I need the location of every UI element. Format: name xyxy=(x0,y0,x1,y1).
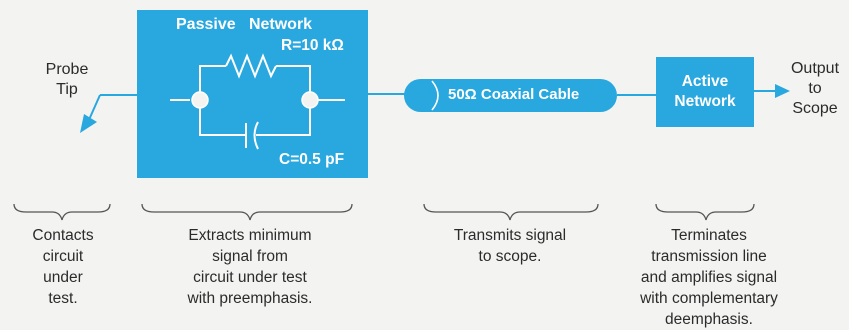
passive-network-wiring xyxy=(170,53,345,150)
probe-tip-lead xyxy=(87,94,101,123)
output-arrow xyxy=(775,84,790,98)
brace-probe xyxy=(13,203,111,221)
description-active-network: Terminates transmission line and amplifi… xyxy=(640,227,778,328)
brace-passive xyxy=(141,203,353,221)
passive-network-box xyxy=(137,10,368,178)
coax-cable-label: 50Ω Coaxial Cable xyxy=(448,86,580,103)
resistor-label: R=10 kΩ xyxy=(281,37,344,54)
brace-active xyxy=(655,203,755,221)
capacitor-plate-right xyxy=(253,121,259,150)
active-network-label: Active Network xyxy=(674,73,736,110)
description-passive-network: Extracts minimum signal from circuit und… xyxy=(187,227,313,307)
node-right xyxy=(301,91,319,109)
coax-cable-shape xyxy=(404,79,617,112)
output-to-scope-label: Output to Scope xyxy=(790,60,840,117)
coax-end-curve xyxy=(431,80,439,111)
probe-tip-label: Probe Tip xyxy=(45,61,89,98)
capacitor-label: C=0.5 pF xyxy=(279,151,345,168)
probe-tip-arrow xyxy=(80,114,97,133)
node-left xyxy=(191,91,209,109)
brace-coax xyxy=(423,203,599,221)
resistor-symbol xyxy=(225,53,277,79)
passive-network-title: Passive Network xyxy=(176,16,313,33)
active-network-box xyxy=(656,57,754,127)
description-coax-cable: Transmits signal to scope. xyxy=(453,227,567,265)
description-probe: Contacts circuit under test. xyxy=(32,227,94,307)
